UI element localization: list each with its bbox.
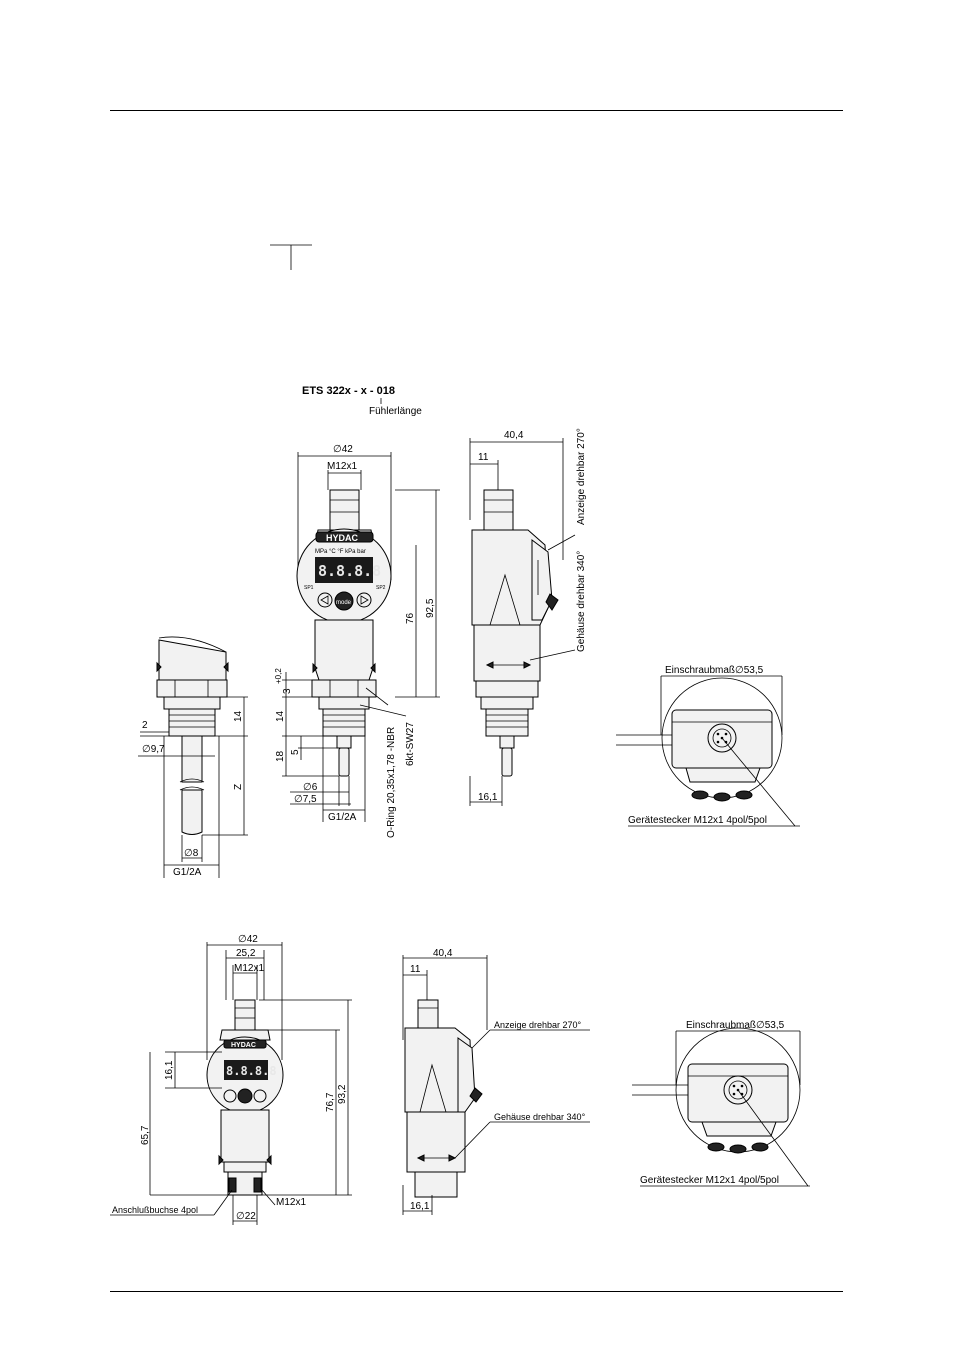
lower-lcd-value: 8.8.8.8	[226, 1064, 277, 1078]
button-right[interactable]	[356, 592, 372, 608]
logo: HYDAC	[326, 533, 359, 543]
oring-label: O-Ring 20,35x1,78 -NBR	[386, 727, 397, 838]
lower-button-right[interactable]	[253, 1089, 267, 1103]
probe-dim-dia-9-7: ∅9,7	[142, 744, 165, 755]
m12-connector	[329, 489, 360, 531]
lower-rot-housing-label: Gehäuse drehbar 340°	[494, 1112, 586, 1122]
lcd-value: 8.8.8.8	[318, 562, 381, 580]
housing-body	[314, 619, 374, 681]
lower-button-left[interactable]	[223, 1089, 237, 1103]
rot-display-label: Anzeige drehbar 270°	[576, 428, 587, 525]
dim-3: 3	[282, 688, 293, 694]
upper-top-view: Einschraubmaß∅53,5 Gerätestecker M12x1 4…	[616, 665, 800, 827]
probe-tip	[338, 747, 350, 777]
dim-18: 18	[275, 750, 286, 762]
dim-dia-6: ∅6	[303, 782, 318, 793]
lower-logo: HYDAC	[231, 1042, 256, 1049]
dim-tol-02: +0,2	[274, 668, 283, 684]
lower-dim-76-7: 76,7	[325, 1092, 336, 1112]
dim-76: 76	[405, 612, 416, 624]
connector-label: Gerätestecker M12x1 4pol/5pol	[628, 815, 767, 826]
dim-92-5: 92,5	[425, 598, 436, 618]
side-dim-11: 11	[478, 452, 489, 463]
rot-housing-label: Gehäuse drehbar 340°	[576, 551, 587, 652]
lower-dim-25-2: 25,2	[236, 948, 256, 959]
lower-dim-93-2: 93,2	[337, 1084, 348, 1104]
lower-side-view: 40,4 11 16,1 Anzeige drehbar 270° Gehäus…	[402, 948, 590, 1215]
lower-side-dim-11: 11	[410, 964, 421, 975]
thread-g12a	[322, 708, 366, 737]
probe-dim-2: 2	[142, 720, 148, 731]
lower-screw-dim-label: Einschraubmaß∅53,5	[686, 1020, 785, 1031]
sp1-label: SP1	[304, 585, 314, 591]
upper-probe-view: 2 ∅9,7 14 Z ∅8 G1/2A	[138, 636, 248, 878]
probe-dim-z: Z	[233, 784, 244, 790]
lower-side-dim-16-1: 16,1	[410, 1201, 430, 1212]
dim-dia-7-5: ∅7,5	[294, 794, 317, 805]
probe-dim-14: 14	[233, 710, 244, 722]
socket-label: Anschlußbuchse 4pol	[112, 1205, 198, 1215]
t-mark	[270, 244, 312, 270]
lower-dim-16-1: 16,1	[164, 1060, 175, 1080]
lower-rot-display-label: Anzeige drehbar 270°	[494, 1020, 582, 1030]
lower-dim-65-7: 65,7	[140, 1125, 151, 1145]
lower-button-mode[interactable]	[237, 1088, 253, 1104]
probe-shaft	[181, 735, 203, 783]
upper-side-view: 40,4 11 16,1 Anzeige drehbar 270° Gehäus…	[469, 428, 587, 806]
button-mode-label: mode	[336, 600, 352, 606]
probe-dim-thread: G1/2A	[173, 867, 202, 878]
button-left[interactable]	[317, 592, 333, 608]
footer-rule	[110, 1291, 843, 1292]
lower-top-view: Einschraubmaß∅53,5 Gerätestecker M12x1 4…	[632, 1020, 810, 1187]
lower-side-dim-40-4: 40,4	[433, 948, 453, 959]
side-dim-40-4: 40,4	[504, 430, 524, 441]
sp2-label: SP2	[376, 585, 386, 591]
lcd-display	[315, 557, 373, 583]
lower-connector-label: Gerätestecker M12x1 4pol/5pol	[640, 1175, 779, 1186]
side-dim-16-1: 16,1	[478, 792, 498, 803]
lower-front-view: ∅42 25,2 M12x1 HYDAC 8.8.8.8 16,1 65	[110, 934, 352, 1225]
dim-m12x1: M12x1	[327, 461, 357, 472]
lower-dim-dia-22: ∅22	[236, 1211, 256, 1222]
dim-dia-42: ∅42	[333, 444, 353, 455]
hex-label: 6kt-SW27	[405, 722, 416, 766]
dim-5: 5	[290, 749, 301, 755]
dim-thread: G1/2A	[328, 812, 357, 823]
lower-dim-dia-42: ∅42	[238, 934, 258, 945]
title: ETS 322x - x - 018	[302, 385, 395, 397]
screw-dim-label: Einschraubmaß∅53,5	[665, 665, 764, 676]
button-mode[interactable]	[334, 591, 354, 611]
probe-hex	[156, 679, 228, 698]
header-rule	[110, 110, 843, 111]
upper-front-view: ∅42 M12x1 HYDAC MPa °C °F kPa bar 8.8.8.…	[274, 444, 440, 838]
probe-dim-dia-8: ∅8	[184, 848, 199, 859]
probe-length-label: Fühlerlänge	[369, 406, 422, 417]
lower-dim-m12x1: M12x1	[234, 963, 264, 974]
dim-14: 14	[275, 710, 286, 722]
lower-m12x1-bottom: M12x1	[276, 1197, 306, 1208]
display-units: MPa °C °F kPa bar	[315, 549, 366, 555]
